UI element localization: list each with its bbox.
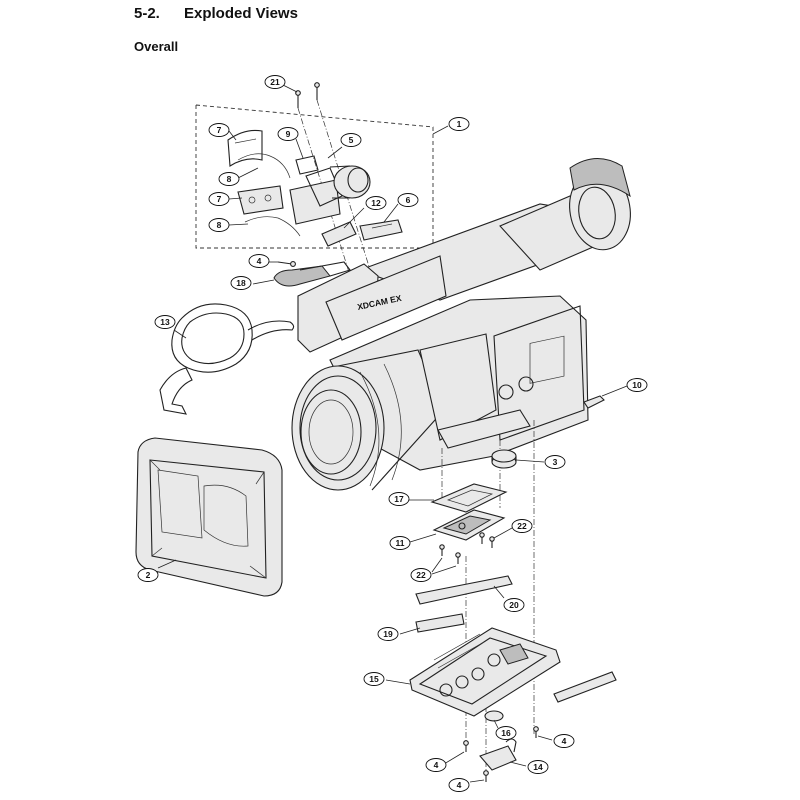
callout-1: 1 (448, 117, 470, 131)
svg-text:15: 15 (369, 674, 379, 684)
svg-text:13: 13 (160, 317, 170, 327)
svg-text:8: 8 (227, 174, 232, 184)
svg-text:7: 7 (217, 194, 222, 204)
svg-text:1: 1 (457, 119, 462, 129)
svg-text:4: 4 (434, 760, 439, 770)
callout-4-right: 4 (553, 734, 575, 748)
callout-18: 18 (230, 276, 252, 290)
callout-11: 11 (389, 536, 411, 550)
section-title: Exploded Views (184, 5, 298, 22)
handle-latch-assembly (273, 261, 351, 287)
leader-lines (157, 84, 628, 783)
callout-2: 2 (137, 568, 159, 582)
camcorder-body (291, 158, 631, 491)
callout-8-upper: 8 (218, 172, 240, 186)
svg-text:8: 8 (217, 220, 222, 230)
side-pad-strip (553, 671, 617, 703)
svg-text:9: 9 (286, 129, 291, 139)
short-pad-strip (415, 613, 465, 633)
callout-19: 19 (377, 627, 399, 641)
svg-text:22: 22 (416, 570, 426, 580)
screw-group-22 (439, 532, 495, 564)
tripod-plate (432, 509, 506, 541)
callout-22-right: 22 (511, 519, 533, 533)
callout-22-left: 22 (410, 568, 432, 582)
lens-hood-gasket (159, 303, 295, 415)
svg-text:3: 3 (553, 457, 558, 467)
svg-text:22: 22 (517, 521, 527, 531)
callout-13: 13 (154, 315, 176, 329)
callout-12: 12 (365, 196, 387, 210)
svg-text:2: 2 (146, 570, 151, 580)
round-cap (491, 449, 517, 469)
svg-text:4: 4 (457, 780, 462, 790)
screw-group-4 (463, 726, 539, 782)
svg-text:12: 12 (371, 198, 381, 208)
long-pad-strip (415, 575, 513, 605)
svg-text:18: 18 (236, 278, 246, 288)
svg-text:20: 20 (509, 600, 519, 610)
handle-sub-assembly (227, 129, 403, 247)
callout-3: 3 (544, 455, 566, 469)
section-heading: 5-2. Exploded Views (134, 5, 298, 22)
nameplate-part (583, 395, 605, 409)
bottom-panel (409, 627, 561, 717)
subsection-title: Overall (134, 39, 179, 54)
callout-7-lower: 7 (208, 192, 230, 206)
svg-text:4: 4 (562, 736, 567, 746)
svg-text:4: 4 (257, 256, 262, 266)
svg-text:7: 7 (217, 125, 222, 135)
svg-text:19: 19 (383, 629, 393, 639)
callout-4-handle: 4 (248, 254, 270, 268)
callout-4-left: 4 (425, 758, 447, 772)
svg-text:16: 16 (501, 728, 511, 738)
svg-text:17: 17 (394, 494, 404, 504)
callout-5: 5 (340, 133, 362, 147)
callout-4-bottom: 4 (448, 778, 470, 792)
callout-17: 17 (388, 492, 410, 506)
callout-6: 6 (397, 193, 419, 207)
lens-hood (135, 437, 283, 597)
svg-text:21: 21 (270, 77, 280, 87)
svg-text:6: 6 (406, 195, 411, 205)
callout-14: 14 (527, 760, 549, 774)
callout-15: 15 (363, 672, 385, 686)
callout-20: 20 (503, 598, 525, 612)
round-washer (484, 710, 504, 722)
callout-10: 10 (626, 378, 648, 392)
callout-16: 16 (495, 726, 517, 740)
callout-21: 21 (264, 75, 286, 89)
callout-9: 9 (277, 127, 299, 141)
svg-text:10: 10 (632, 380, 642, 390)
callout-8-lower: 8 (208, 218, 230, 232)
svg-text:5: 5 (349, 135, 354, 145)
bottom-bracket (479, 738, 517, 771)
section-number: 5-2. (134, 5, 160, 22)
tripod-gasket (430, 483, 508, 513)
svg-text:14: 14 (533, 762, 543, 772)
callout-7-upper: 7 (208, 123, 230, 137)
svg-text:11: 11 (396, 538, 405, 548)
